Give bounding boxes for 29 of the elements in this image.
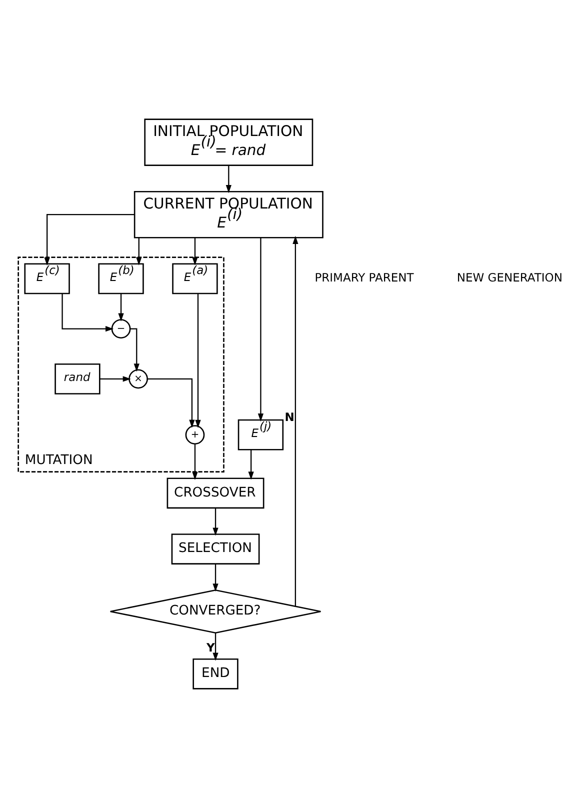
arrow (248, 449, 254, 480)
node-diamond: CONVERGED? (110, 588, 322, 634)
node-circle: × (128, 368, 148, 388)
node-box: SELECTION (171, 533, 260, 564)
arrow (44, 214, 134, 266)
label: NEW GENERATION (456, 270, 562, 284)
arrow (136, 237, 142, 265)
arrow (292, 235, 298, 606)
arrow (212, 508, 218, 536)
arrow (118, 293, 124, 321)
arrow (212, 563, 218, 592)
arrow (192, 443, 198, 480)
node-box: END (192, 658, 238, 689)
arrow (100, 376, 131, 382)
label: PRIMARY PARENT (314, 270, 414, 284)
arrow (212, 632, 218, 660)
arrow (226, 165, 232, 193)
node-circle: − (111, 318, 131, 338)
node-circle: + (185, 424, 205, 444)
arrow (62, 293, 114, 332)
edge-label: N (284, 409, 294, 424)
arrow (130, 328, 140, 372)
node-box: CROSSOVER (166, 477, 264, 508)
arrow (192, 237, 198, 265)
arrow (195, 293, 201, 428)
arrow (147, 378, 195, 428)
node-box: rand (54, 363, 100, 394)
arrow (258, 237, 264, 422)
edge-label: Y (206, 640, 215, 654)
